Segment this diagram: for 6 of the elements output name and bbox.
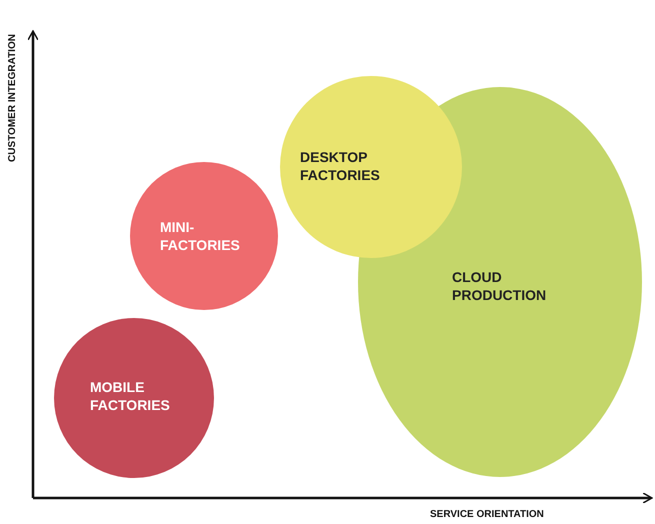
axis-label: SERVICE ORIENTATION (430, 509, 544, 520)
bubble-label: CLOUD PRODUCTION (452, 268, 548, 304)
axis-label: CUSTOMER INTEGRATION (7, 34, 18, 162)
bubble-label: MOBILE FACTORIES (90, 378, 171, 414)
bubble-label: MINI- FACTORIES (160, 218, 241, 254)
bubble-label: DESKTOP FACTORIES (300, 148, 381, 184)
